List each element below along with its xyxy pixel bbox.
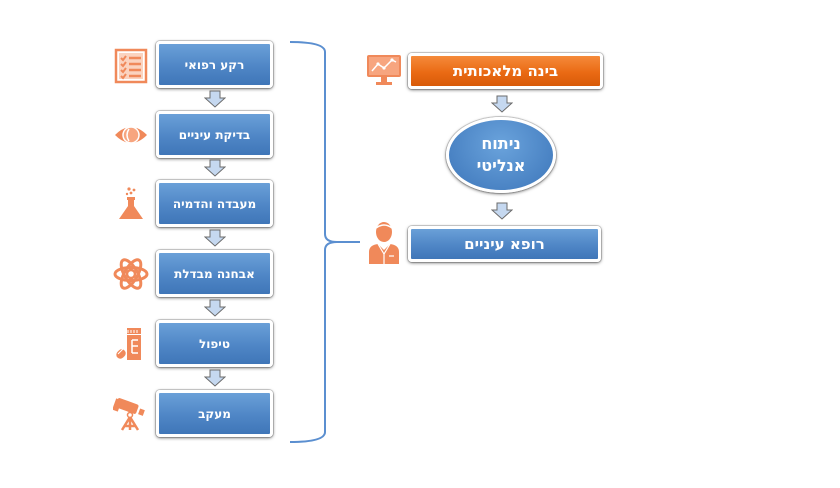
down-arrow bbox=[204, 159, 226, 177]
step-label: מעקב bbox=[198, 406, 231, 421]
step-differential-diagnosis[interactable]: אבחנה מבדלת bbox=[156, 250, 273, 297]
down-arrow bbox=[204, 229, 226, 247]
step-follow-up[interactable]: מעקב bbox=[156, 390, 273, 437]
step-eye-exam[interactable]: בדיקת עיניים bbox=[156, 111, 273, 158]
ophthalmologist-label: רופא עיניים bbox=[464, 235, 545, 253]
step-label: רקע רפואי bbox=[184, 57, 245, 72]
step-treatment[interactable]: טיפול bbox=[156, 320, 273, 367]
down-arrow bbox=[491, 202, 513, 220]
ai-box[interactable]: בינה מלאכותית bbox=[408, 53, 603, 89]
medicine-bottle-icon bbox=[116, 328, 141, 360]
down-arrow bbox=[491, 95, 513, 113]
eye-icon bbox=[115, 126, 147, 144]
doctor-icon bbox=[369, 222, 399, 264]
monitor-chart-icon bbox=[367, 55, 401, 85]
grouping-bracket bbox=[289, 41, 360, 443]
lab-flask-icon bbox=[119, 187, 143, 219]
step-lab-imaging[interactable]: מעבדה והדמיה bbox=[156, 180, 273, 227]
step-label: אבחנה מבדלת bbox=[174, 266, 255, 281]
down-arrow bbox=[204, 90, 226, 108]
down-arrow bbox=[204, 369, 226, 387]
bracket-path bbox=[289, 41, 360, 443]
analytics-line2: אנליטי bbox=[476, 156, 526, 175]
step-label: טיפול bbox=[199, 336, 230, 351]
ai-label: בינה מלאכותית bbox=[452, 62, 559, 80]
step-medical-history[interactable]: רקע רפואי bbox=[156, 41, 273, 88]
step-label: מעבדה והדמיה bbox=[172, 196, 257, 211]
checklist-icon bbox=[114, 48, 148, 84]
analytics-ellipse[interactable]: ניתוח אנליטי bbox=[446, 117, 556, 193]
telescope-icon bbox=[113, 398, 145, 431]
analytics-line1: ניתוח bbox=[481, 134, 521, 153]
ophthalmologist-box[interactable]: רופא עיניים bbox=[408, 226, 601, 262]
step-label: בדיקת עיניים bbox=[178, 127, 251, 142]
down-arrow bbox=[204, 299, 226, 317]
atom-icon bbox=[113, 258, 149, 290]
